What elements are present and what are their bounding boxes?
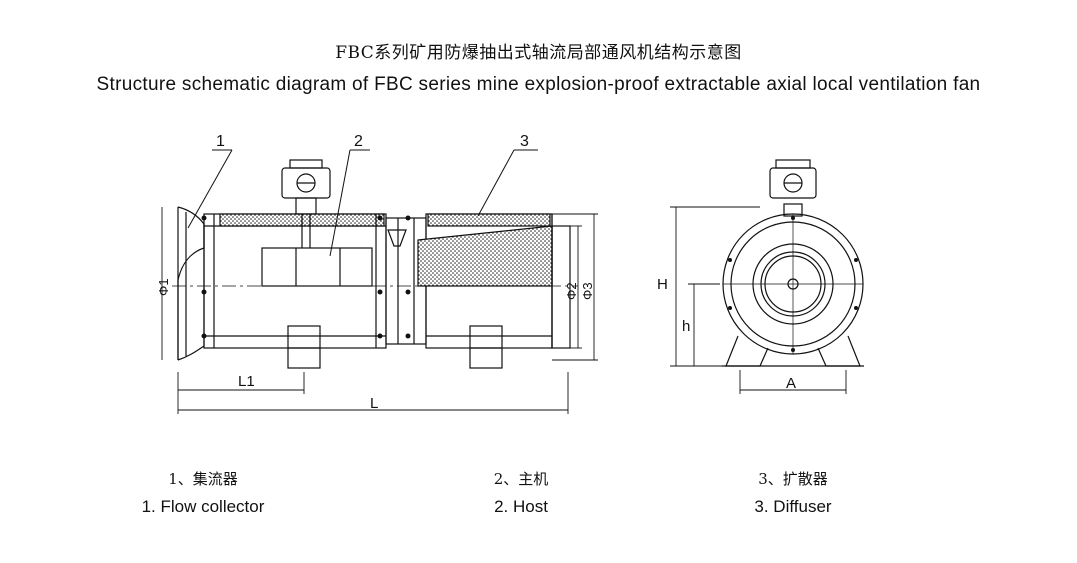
host-casing [203,213,503,369]
dim-l1: L1 [238,373,255,390]
callout-leaders [187,149,538,257]
dimension-lines-front [670,206,847,394]
dim-phi1: Φ1 [156,278,171,296]
front-view [722,159,864,367]
diffuser [417,213,571,349]
dim-h-upper: H [657,276,668,293]
legend-1-en: 1. Flow collector [141,497,265,516]
dim-a: A [786,375,796,392]
dim-h-lower: h [682,318,690,335]
title-chinese: FBC系列矿用防爆抽出式轴流局部通风机结构示意图 [335,43,742,63]
legend-3-cn: 3、扩散器 [758,470,828,488]
callout-2: 2 [354,133,363,150]
bolts [201,215,858,352]
dim-phi3: Φ3 [580,282,595,300]
dimension-lines-side [161,207,598,414]
title-english: Structure schematic diagram of FBC serie… [96,74,981,95]
legend-3-en: 3. Diffuser [754,497,832,516]
callout-3: 3 [520,133,529,150]
dim-phi2: Φ2 [564,282,579,300]
dim-l: L [370,395,378,412]
flow-collector [177,206,205,361]
legend-1-cn: 1、集流器 [168,470,238,488]
legend-2-cn: 2、主机 [493,470,549,488]
legend-2-en: 2. Host [494,497,548,516]
junction-box [281,159,331,248]
callout-1: 1 [216,133,225,150]
